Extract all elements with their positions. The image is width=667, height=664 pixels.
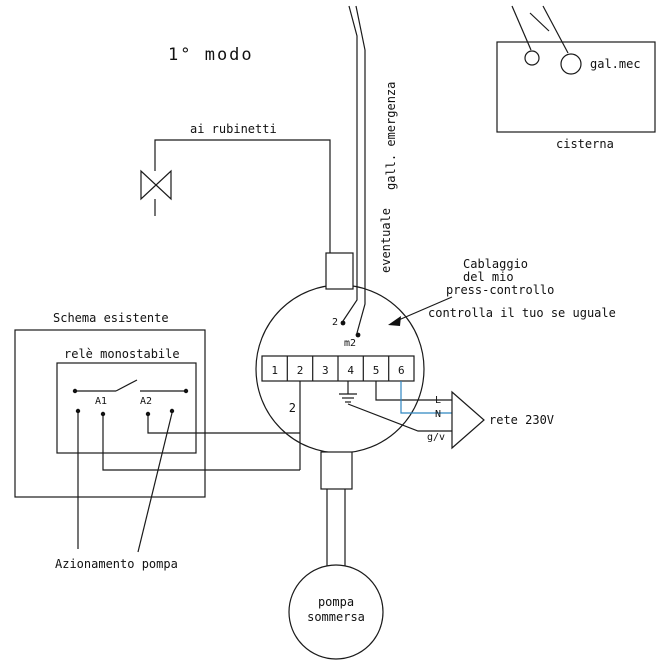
emergency-wires-group — [342, 5, 366, 334]
check-note: controlla il tuo se uguale — [428, 306, 616, 320]
cable-gland-top — [325, 252, 354, 290]
float-ball-icon — [560, 53, 582, 75]
float-switch-lever — [529, 12, 550, 32]
terminal-number-5: 5 — [373, 364, 380, 377]
contact-dot — [72, 388, 78, 394]
terminal-2-bottom-label: 2 — [289, 401, 296, 415]
relay-terminal-dot — [169, 408, 175, 414]
cisterna-label: cisterna — [556, 137, 614, 151]
terminal-number-6: 6 — [398, 364, 405, 377]
terminal-strip — [261, 355, 415, 382]
schema-box — [14, 329, 206, 498]
wiring-note-line3: press-controllo — [446, 283, 554, 297]
mains-label: rete 230V — [489, 413, 554, 427]
pipe-line — [154, 139, 331, 253]
terminal-number-2: 2 — [297, 364, 304, 377]
relay-terminal-dot — [75, 408, 81, 414]
wiring-note-line2: del mio — [463, 270, 514, 284]
relay-to-control-wire-1 — [102, 416, 300, 471]
eventual-label: eventuale — [379, 208, 393, 273]
wire-N — [400, 381, 452, 414]
taps-label: ai rubinetti — [190, 122, 277, 136]
mains-plug-icon — [451, 390, 485, 450]
pump-label-1: pompa — [318, 595, 354, 609]
relay-label: relè monostabile — [64, 347, 180, 361]
terminal-m2-label: m2 — [344, 338, 356, 349]
cisterna-box — [496, 41, 656, 133]
wire-L-label: L — [435, 395, 441, 406]
relay-a1-label: A1 — [95, 396, 107, 407]
relay-terminal-dot — [100, 411, 106, 417]
wire-L — [375, 381, 452, 401]
emergency-wire-1 — [342, 5, 358, 322]
relay-terminal-dot — [145, 411, 151, 417]
float-wire-1 — [511, 5, 532, 51]
relay-box — [56, 362, 197, 454]
contact-dot — [183, 388, 189, 394]
float-contact-icon — [524, 50, 540, 66]
float-switch-label: gal.mec — [590, 57, 641, 71]
terminal-2-dot — [340, 320, 346, 326]
terminal-2-top-label: 2 — [332, 317, 338, 328]
pump-drive-wire-2 — [137, 412, 173, 553]
contact-blade-icon — [115, 379, 138, 392]
wire-gv — [347, 403, 452, 432]
emergency-wire-2 — [355, 5, 366, 334]
valve-icon — [140, 169, 172, 201]
schema-label: Schema esistente — [53, 311, 169, 325]
ground-symbol — [339, 381, 357, 403]
pump-body — [288, 564, 384, 660]
float-wire-2 — [542, 5, 569, 54]
terminal-number-4: 4 — [347, 364, 354, 377]
relay-to-control-wire-2 — [147, 416, 300, 434]
wiring-note-line1: Cablaggio — [463, 257, 528, 271]
page-title: 1° modo — [168, 45, 254, 65]
cable-gland-bottom — [320, 451, 353, 490]
terminal-number-3: 3 — [322, 364, 329, 377]
pump-drive-label: Azionamento pompa — [55, 557, 178, 571]
terminal-m2-dot — [355, 332, 361, 338]
wire-N-label: N — [435, 409, 441, 420]
pipe-group — [140, 139, 331, 253]
annotation-arrowhead-icon — [388, 316, 401, 326]
terminal-number-1: 1 — [271, 364, 278, 377]
press-control-group — [255, 252, 425, 490]
emergency-float-label: gall. emergenza — [384, 82, 398, 190]
relay-a2-label: A2 — [140, 396, 152, 407]
cisterna-group — [496, 5, 656, 133]
annotation-arrow-line — [393, 296, 453, 323]
pump-group — [288, 489, 384, 660]
wire-gv-label: g/v — [427, 432, 445, 443]
relay-group — [14, 329, 301, 553]
mains-group — [347, 381, 485, 450]
pump-label-2: sommersa — [307, 610, 365, 624]
